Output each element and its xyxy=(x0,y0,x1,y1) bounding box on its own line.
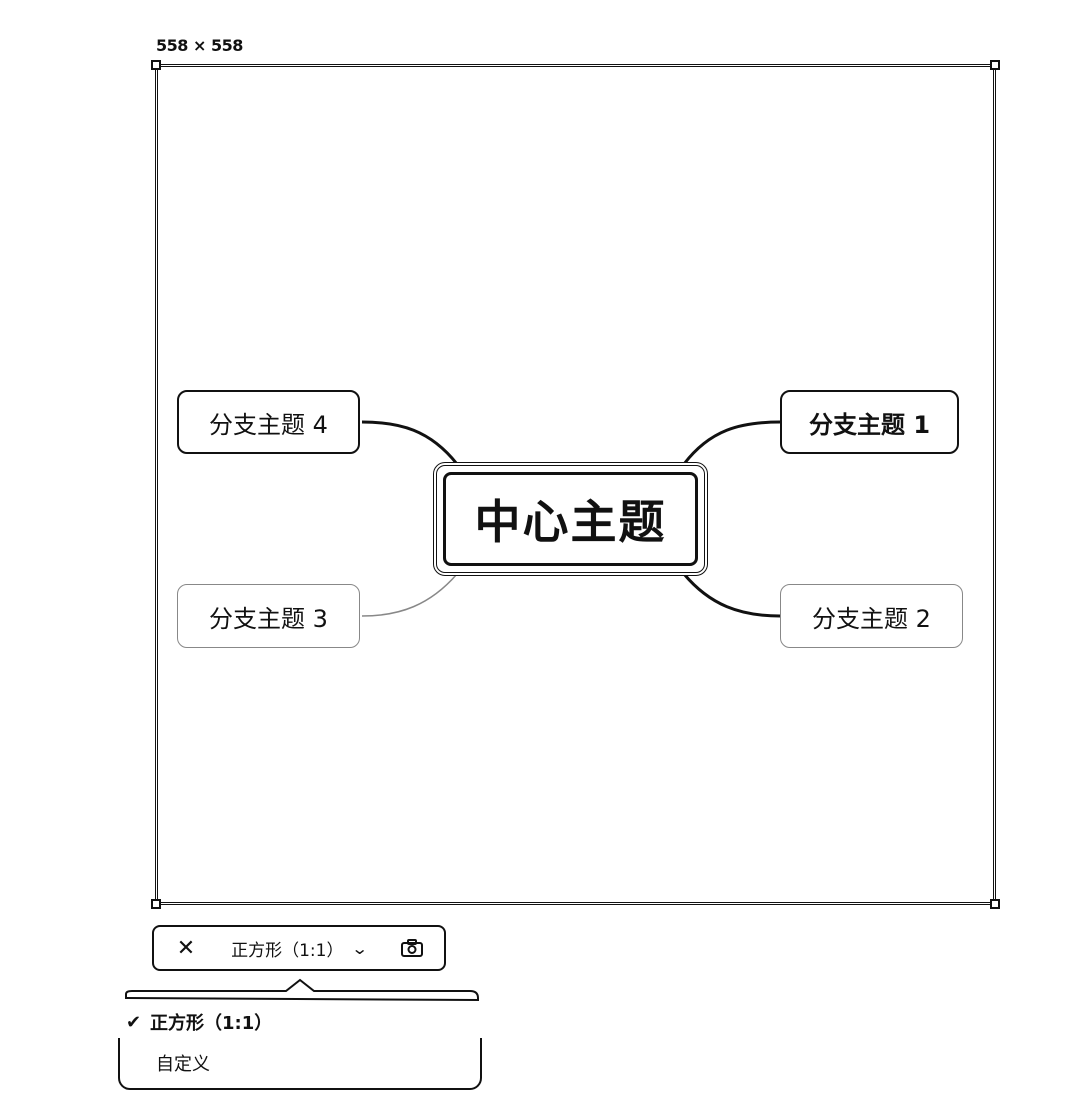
close-button[interactable]: ✕ xyxy=(154,927,218,969)
branch-topic-label: 分支主题 2 xyxy=(812,604,931,633)
branch-topic-label: 分支主题 1 xyxy=(808,410,931,439)
branch-topic-3[interactable]: 分支主题 3 xyxy=(177,584,360,648)
aspect-option-square[interactable]: ✔ 正方形（1:1） xyxy=(126,1008,272,1036)
branch-topic-4[interactable]: 分支主题 4 xyxy=(177,390,360,454)
camera-icon xyxy=(401,939,423,957)
branch-topic-1[interactable]: 分支主题 1 xyxy=(780,390,959,454)
capture-toolbar: ✕ 正方形（1:1） ⌄ xyxy=(152,925,446,971)
aspect-option-label: 正方形（1:1） xyxy=(150,1013,273,1034)
aspect-ratio-value: 正方形（1:1） xyxy=(231,940,344,961)
branch-topic-label: 分支主题 4 xyxy=(209,410,328,439)
capture-frame[interactable] xyxy=(151,60,1000,909)
resize-handle-bottom-left[interactable] xyxy=(151,899,161,909)
aspect-option-custom[interactable]: 自定义 xyxy=(118,1038,482,1090)
close-icon: ✕ xyxy=(176,935,196,961)
capture-size-label: 558 × 558 xyxy=(156,36,243,55)
resize-handle-top-right[interactable] xyxy=(990,60,1000,70)
aspect-ratio-select[interactable]: 正方形（1:1） ⌄ xyxy=(218,927,380,969)
dropdown-top-edge xyxy=(125,978,479,1002)
central-topic-label: 中心主题 xyxy=(474,495,667,549)
capture-button[interactable] xyxy=(380,927,444,969)
resize-handle-top-left[interactable] xyxy=(151,60,161,70)
resize-handle-bottom-right[interactable] xyxy=(990,899,1000,909)
branch-topic-label: 分支主题 3 xyxy=(209,604,328,633)
branch-topic-2[interactable]: 分支主题 2 xyxy=(780,584,963,648)
checkmark-icon: ✔ xyxy=(126,1011,142,1033)
central-topic-inner-border xyxy=(443,472,698,566)
chevron-down-icon: ⌄ xyxy=(351,938,369,958)
central-topic[interactable]: 中心主题 xyxy=(433,462,708,576)
aspect-option-label: 自定义 xyxy=(156,1054,210,1075)
